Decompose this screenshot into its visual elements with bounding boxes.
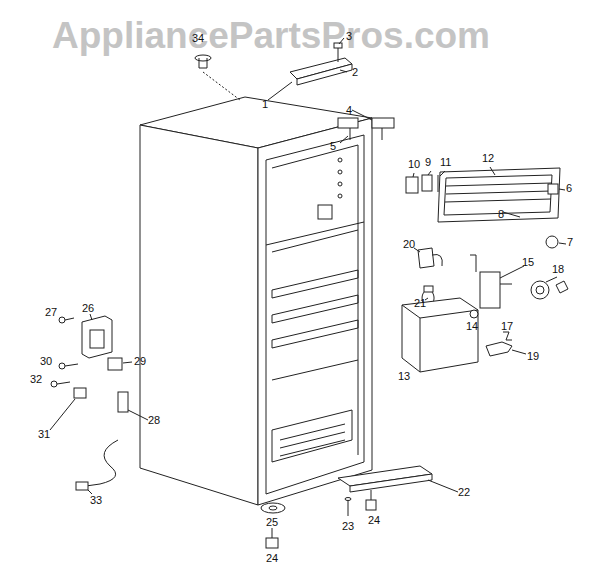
callout-number: 34 [192, 32, 204, 44]
callout-number: 24 [368, 514, 380, 526]
callout-number: 2 [352, 66, 358, 78]
callout-number: 5 [330, 140, 336, 152]
callout-number: 20 [403, 238, 415, 250]
callout-number: 28 [148, 414, 160, 426]
callout-number: 30 [40, 355, 52, 367]
callout-number: 24 [266, 552, 278, 564]
callout-number: 6 [566, 182, 572, 194]
callout-number: 12 [482, 152, 494, 164]
callout-number: 32 [30, 373, 42, 385]
watermark-text: AppliancePartsPros.com [52, 16, 490, 56]
callout-number: 26 [82, 302, 94, 314]
callout-number: 19 [527, 350, 539, 362]
callout-number: 15 [522, 256, 534, 268]
callout-number: 11 [440, 156, 451, 168]
callout-number: 29 [134, 355, 146, 367]
callout-number: 25 [266, 516, 278, 528]
callout-number: 22 [458, 486, 470, 498]
callout-number: 14 [466, 320, 478, 332]
callout-number: 7 [567, 236, 573, 248]
callout-number: 31 [38, 428, 50, 440]
callout-number: 21 [414, 297, 426, 309]
callout-number: 23 [342, 520, 354, 532]
callout-number: 27 [45, 306, 57, 318]
callout-number: 9 [425, 156, 431, 168]
callout-number: 10 [408, 158, 420, 170]
callout-number: 17 [501, 320, 513, 332]
callout-number: 3 [346, 30, 352, 42]
callout-number: 33 [90, 494, 102, 506]
callout-number: 8 [498, 208, 504, 220]
callout-number: 18 [552, 263, 564, 275]
callout-number: 1 [262, 98, 268, 110]
callout-number: 4 [346, 104, 352, 116]
callout-number: 13 [398, 370, 410, 382]
